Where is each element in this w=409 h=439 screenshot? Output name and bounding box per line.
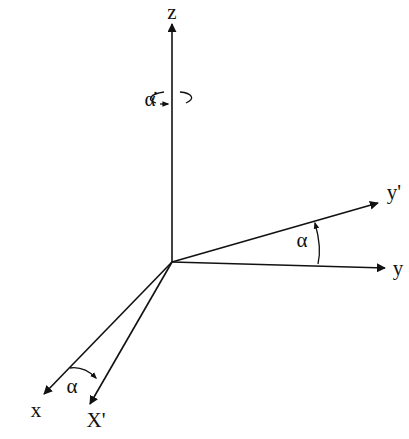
z-axis (171, 24, 173, 262)
angle-arc (315, 223, 319, 264)
rotation-arrowhead (160, 103, 168, 104)
angular-rate-label: α̇ (144, 89, 155, 110)
angle-label: α (66, 376, 77, 397)
axis-label: x (31, 400, 42, 421)
y-axis (172, 262, 385, 268)
angle-label: α (296, 230, 307, 251)
axis-label: z (167, 2, 176, 23)
rotation-arrow (150, 92, 191, 103)
axis-label: y (393, 258, 404, 279)
y-prime-axis (172, 203, 378, 262)
x-prime-axis (90, 262, 172, 404)
axis-label: y' (387, 182, 401, 203)
axis-label: X' (87, 410, 106, 431)
